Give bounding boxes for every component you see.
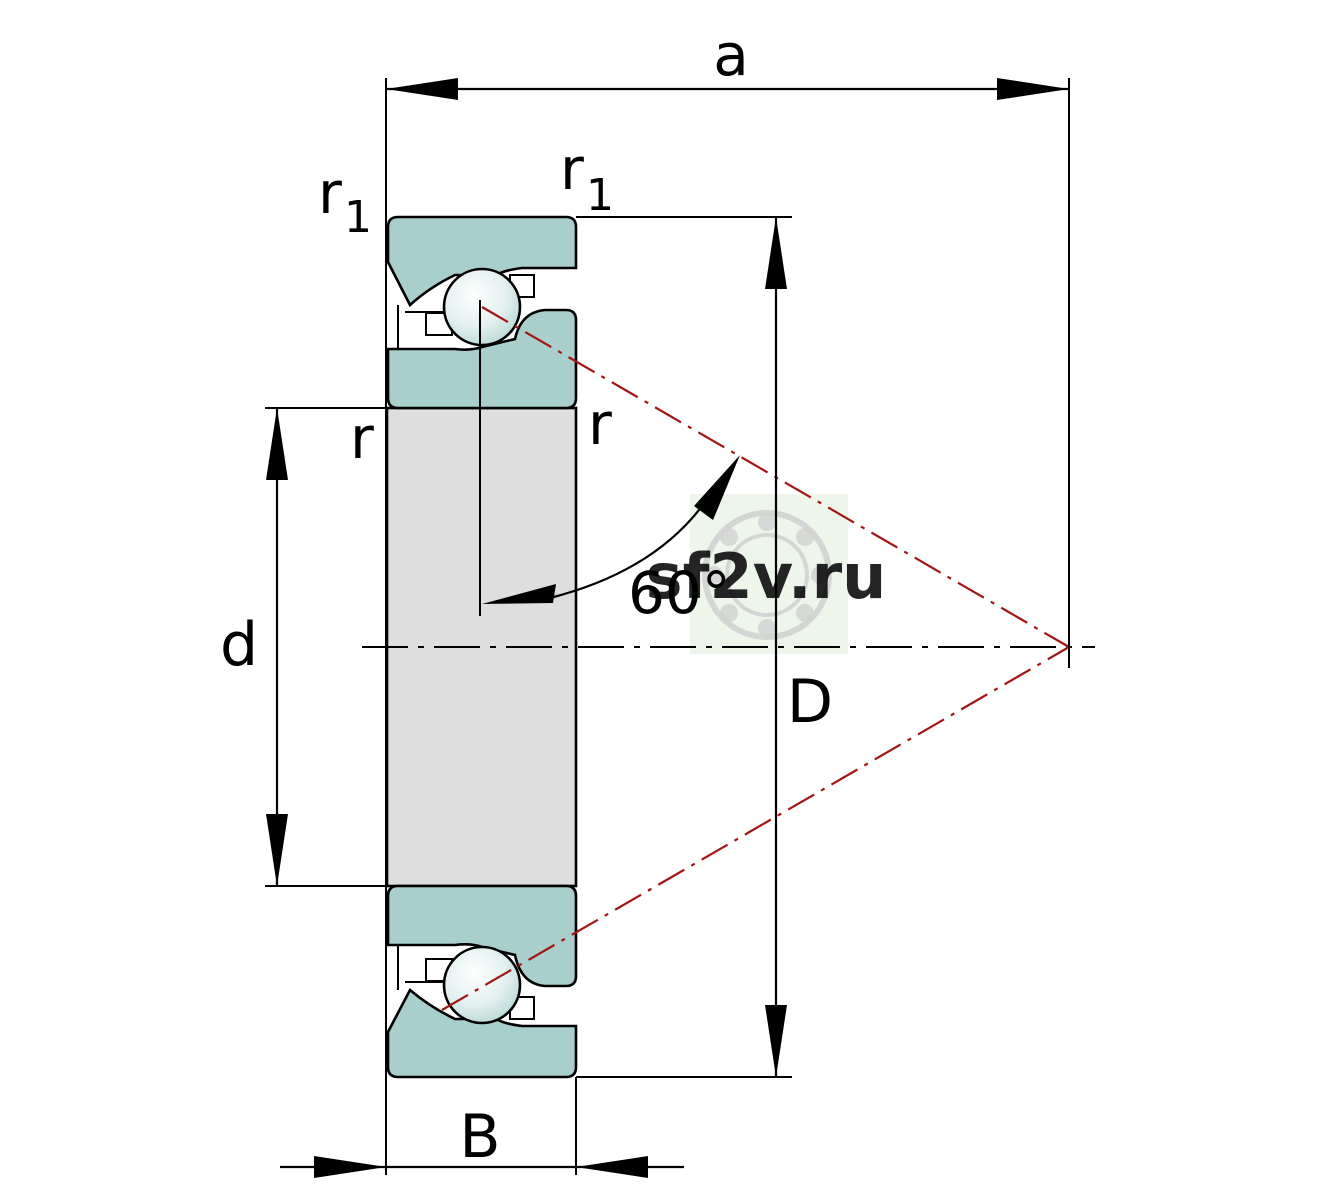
watermark: sf2v.ru: [646, 494, 887, 654]
label-D: D: [787, 667, 833, 737]
watermark-text: sf2v.ru: [646, 540, 887, 613]
label-r1-right-sub: 1: [586, 170, 614, 221]
label-r1-left-sub: 1: [344, 192, 372, 243]
dimension-d: [265, 407, 388, 887]
dimension-D: [576, 216, 792, 1078]
label-r1-right: r: [560, 135, 584, 203]
label-d: d: [220, 610, 258, 680]
dimension-B: [280, 1077, 684, 1178]
angle-arrow-right: [694, 455, 740, 520]
label-a: a: [713, 21, 749, 89]
label-B: B: [459, 1102, 500, 1172]
lower-inner-ring: [386, 884, 578, 988]
angle-arrow-left: [482, 584, 556, 604]
angle-arc: [549, 494, 711, 600]
label-angle: 60°: [628, 559, 731, 627]
label-r1-left: r: [318, 159, 342, 227]
lower-ball: [442, 945, 522, 1025]
label-r-right: r: [588, 390, 612, 458]
dimension-a: [385, 78, 1070, 1175]
label-r-left: r: [350, 404, 374, 472]
lower-contact-line: [441, 646, 1070, 1011]
